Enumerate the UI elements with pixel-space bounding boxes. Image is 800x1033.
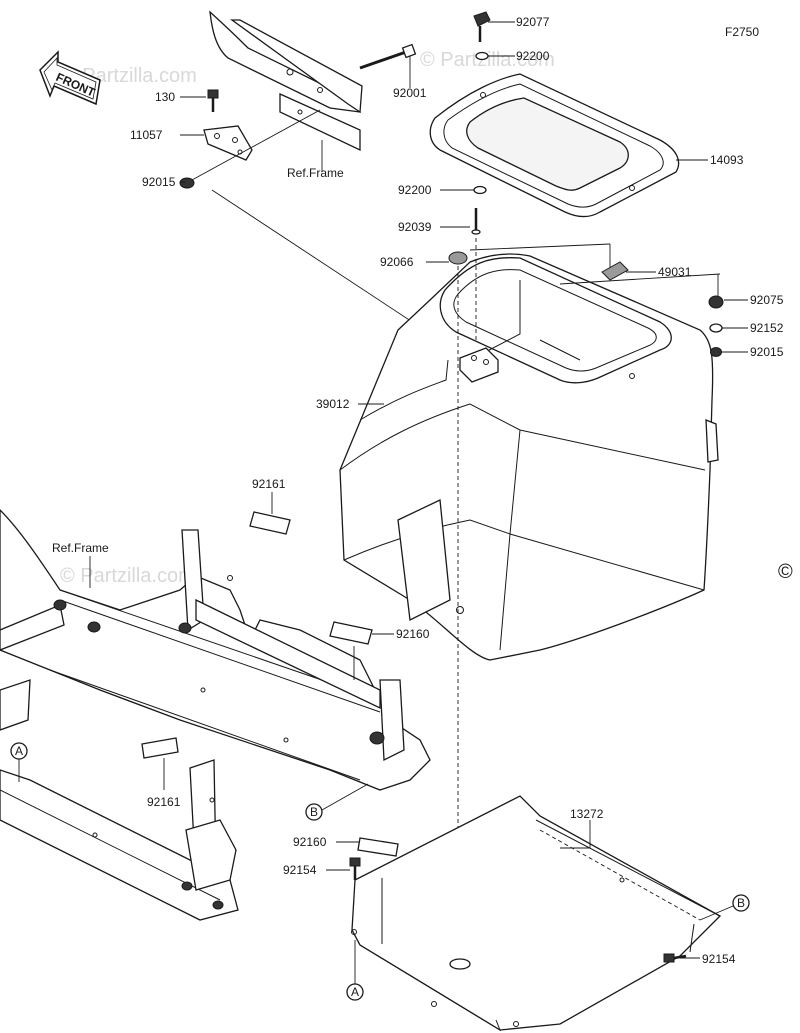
part-number: 92200: [516, 49, 550, 63]
frame-ref-label: Ref.Frame: [287, 166, 344, 180]
part-number: 92077: [516, 15, 550, 29]
part-number: 92152: [750, 321, 784, 335]
copyright-symbol: ©: [778, 561, 793, 583]
washer-icon: [709, 323, 723, 333]
bolt-icon: [349, 857, 361, 880]
marker-circle: B: [305, 803, 323, 821]
bolt-icon: [663, 923, 695, 963]
bolt-icon: [359, 43, 417, 70]
decal-icon: [329, 621, 373, 645]
part-number: 14093: [710, 153, 744, 167]
marker-letter: A: [15, 744, 23, 758]
marker-letter: B: [310, 805, 318, 819]
part-number: 49031: [658, 265, 692, 279]
nut-icon: [710, 347, 722, 357]
nut-icon: [179, 177, 195, 189]
washer-icon: [473, 185, 487, 195]
skid-plate: [351, 795, 722, 1032]
frame-rail-upper: [209, 10, 363, 172]
part-number: 92161: [147, 795, 181, 809]
part-number: 92039: [398, 220, 432, 234]
part-number: 92015: [142, 175, 176, 189]
part-number: 92075: [750, 293, 784, 307]
pin-icon: [471, 208, 481, 235]
part-number: 92161: [252, 477, 286, 491]
watermark-text: © Partzilla.com: [420, 49, 555, 71]
part-number: 92160: [396, 627, 430, 641]
marker-circle: B: [732, 894, 750, 912]
lid-panel: [429, 73, 680, 218]
marker-circle: A: [346, 983, 364, 1001]
washer-icon: [475, 51, 489, 61]
latch-icon: [601, 261, 629, 281]
part-number: 92154: [283, 863, 317, 877]
decal-icon: [141, 737, 179, 759]
part-number: 92154: [702, 952, 736, 966]
marker-letter: B: [737, 896, 745, 910]
part-number: 13272: [570, 807, 604, 821]
part-number: 92015: [750, 345, 784, 359]
storage-box: [339, 253, 719, 661]
part-number: 92200: [398, 183, 432, 197]
watermark-text: © Partzilla.com: [60, 565, 195, 587]
part-number: 92066: [380, 255, 414, 269]
marker-circle: A: [10, 742, 28, 760]
part-number: 11057: [130, 128, 163, 142]
knob-icon: [473, 11, 491, 42]
decal-icon: [249, 511, 291, 535]
frame-lower: [0, 509, 431, 921]
grommet-icon: [708, 295, 724, 309]
part-number: 130: [155, 90, 175, 104]
part-number: 39012: [316, 397, 350, 411]
front-arrow-icon: FRONT: [39, 50, 101, 106]
bolt-icon: [207, 89, 219, 112]
frame-ref-label: Ref.Frame: [52, 541, 109, 555]
decal-icon: [357, 837, 399, 857]
bracket-icon: [203, 125, 253, 161]
marker-letter: A: [351, 985, 359, 999]
part-number: 92160: [293, 835, 327, 849]
figure-id: F2750: [725, 25, 759, 39]
part-number: 92001: [393, 86, 427, 100]
cap-icon: [448, 251, 468, 265]
